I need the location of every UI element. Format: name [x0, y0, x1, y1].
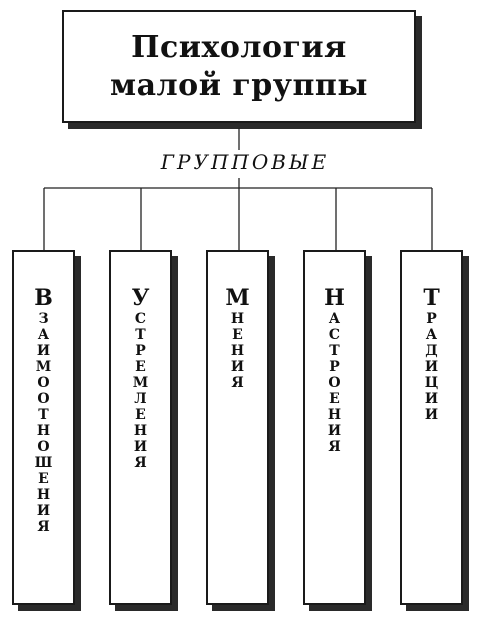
item-letter: А: [328, 311, 341, 327]
item-letter: Я: [328, 439, 341, 455]
item-letter: О: [37, 391, 50, 407]
item-letter: Н: [36, 423, 51, 439]
item-letter: Д: [425, 343, 438, 359]
item-letter: Т: [423, 285, 440, 311]
item-letter: М: [225, 285, 250, 311]
item-letter: И: [424, 359, 439, 375]
item-letter: Е: [135, 407, 146, 423]
item-letter: И: [424, 391, 439, 407]
item-letter: М: [132, 375, 149, 391]
item-letter: И: [230, 359, 245, 375]
item-letter: Ш: [34, 455, 53, 471]
item-letter: О: [328, 375, 341, 391]
item-letter: А: [425, 327, 438, 343]
item-letter: В: [34, 285, 53, 311]
title-box: Психология малой группы: [62, 10, 416, 123]
item-letter: Р: [329, 359, 340, 375]
item-letter: Ц: [424, 375, 439, 391]
item-letter: Я: [231, 375, 244, 391]
item-letter: Н: [324, 285, 345, 311]
item-letter: И: [327, 423, 342, 439]
item-letter: Л: [134, 391, 147, 407]
item-letter: Н: [230, 343, 245, 359]
item-letter: Р: [135, 343, 146, 359]
item-letter: Н: [36, 487, 51, 503]
item-letter: С: [134, 311, 147, 327]
item-letter: О: [37, 439, 50, 455]
item-letter: С: [328, 327, 341, 343]
item-letter: Р: [426, 311, 437, 327]
title-line-1: Психология: [131, 29, 347, 65]
item-letter: Я: [134, 455, 147, 471]
item-letter: Е: [38, 471, 49, 487]
item-letter: М: [35, 359, 52, 375]
subtitle: ГРУППОВЫЕ: [160, 150, 330, 174]
item-letter: Н: [327, 407, 342, 423]
item-letter: И: [424, 407, 439, 423]
item-letter: У: [131, 285, 150, 311]
item-letter: Н: [133, 423, 148, 439]
item-letter: И: [36, 503, 51, 519]
item-letter: И: [133, 439, 148, 455]
title-line-2: малой группы: [110, 67, 368, 103]
item-letter: Т: [329, 343, 340, 359]
item-letter: Н: [230, 311, 245, 327]
item-letter: А: [37, 327, 50, 343]
item-letter: Е: [135, 359, 146, 375]
item-letter: О: [37, 375, 50, 391]
item-letter: Т: [38, 407, 49, 423]
item-letter: Т: [135, 327, 146, 343]
item-letter: И: [36, 343, 51, 359]
item-letter: Е: [232, 327, 243, 343]
item-letter: Я: [37, 519, 50, 535]
item-letter: Е: [329, 391, 340, 407]
item-letter: З: [38, 311, 49, 327]
